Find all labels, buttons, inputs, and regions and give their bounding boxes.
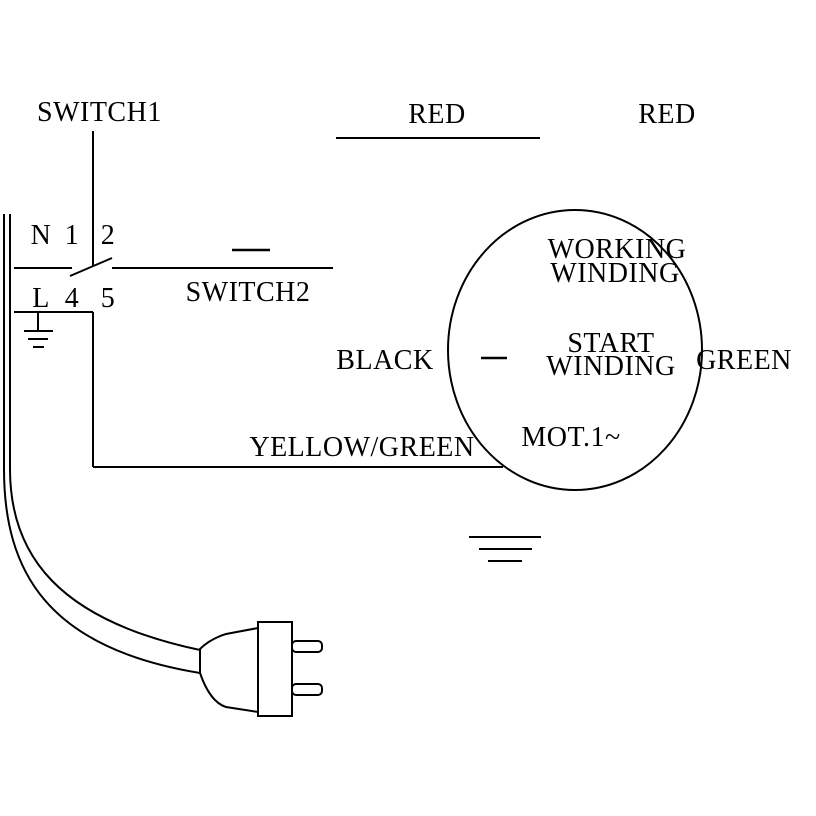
switch1-blade: [69, 257, 113, 277]
terminal-1-label: 1: [65, 220, 80, 251]
working-winding-label-line1: WORKING: [548, 234, 687, 265]
terminal-l-label: L: [32, 283, 50, 314]
plug-pin-bottom: [291, 683, 323, 696]
terminal-2-label: 2: [101, 220, 116, 251]
green-wire-label: GREEN: [696, 345, 792, 376]
terminal-4-label: 4: [65, 283, 80, 314]
terminal-5-label: 5: [101, 283, 116, 314]
plug-pin-top: [291, 640, 323, 653]
terminal-n-label: N: [31, 220, 52, 251]
yellow-green-wire-label: YELLOW/GREEN: [249, 432, 474, 463]
plug-body: [199, 626, 259, 714]
switch1-label: SWITCH1: [37, 97, 162, 128]
power-cord-upper-edge: [9, 468, 201, 651]
black-wire-label: BLACK: [336, 345, 433, 376]
motor-ground-symbol: [469, 536, 541, 562]
start-winding-label-line2: WINDING: [546, 351, 675, 382]
start-winding-label-line1: START: [567, 328, 654, 359]
red-wire-label-left: RED: [408, 99, 466, 130]
working-winding-label-line2: WINDING: [550, 258, 679, 289]
earth-ground-symbol: [24, 312, 53, 348]
power-cord-lower-edge: [3, 468, 201, 674]
motor-body: [447, 209, 703, 491]
switch2-label: SWITCH2: [186, 277, 311, 308]
motor-type-label: MOT.1~: [521, 422, 620, 453]
plug-face: [257, 621, 293, 717]
red-wire-label-right: RED: [638, 99, 696, 130]
mains-plug: [199, 621, 323, 717]
